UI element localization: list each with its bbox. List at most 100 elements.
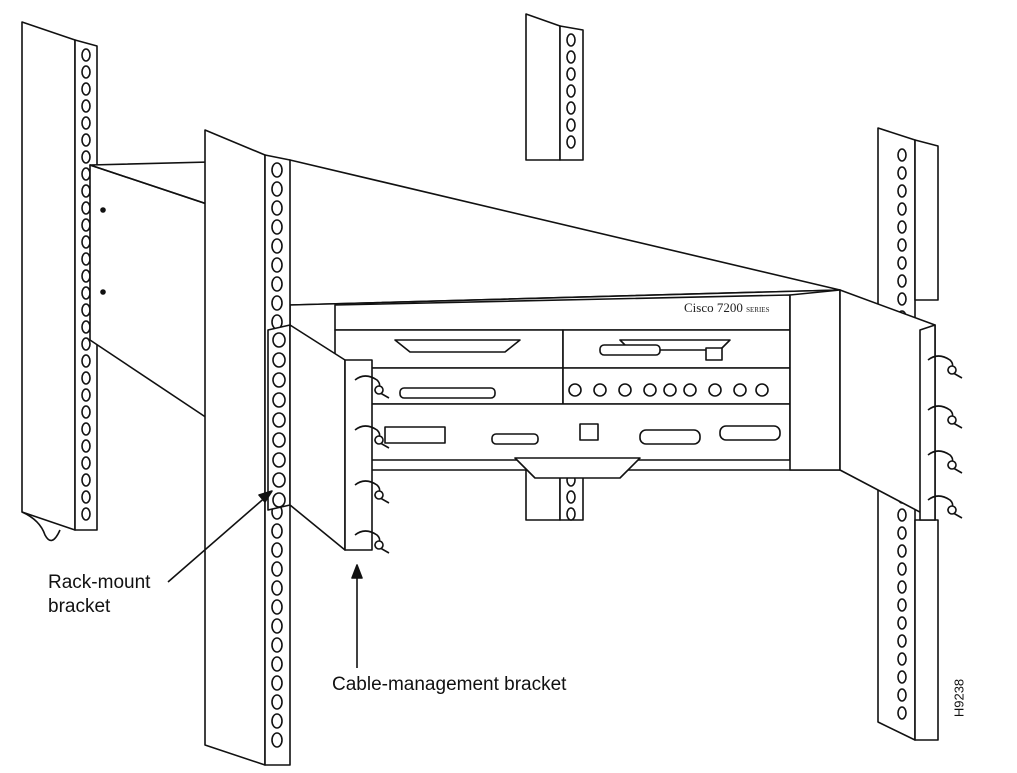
mount-hole — [81, 269, 91, 283]
bracket-screws — [272, 332, 286, 508]
mount-hole — [81, 456, 91, 470]
mount-hole — [271, 219, 283, 235]
mount-hole — [897, 598, 907, 612]
mount-hole — [271, 713, 283, 729]
port-connector — [683, 383, 697, 397]
mount-hole — [272, 332, 286, 348]
mount-hole — [81, 184, 91, 198]
mount-hole — [271, 295, 283, 311]
mount-hole — [272, 372, 286, 388]
mount-hole — [897, 508, 907, 522]
mount-hole — [81, 82, 91, 96]
mount-hole — [271, 276, 283, 292]
mount-hole — [272, 352, 286, 368]
mount-hole — [81, 439, 91, 453]
mount-hole — [897, 616, 907, 630]
mount-hole — [271, 561, 283, 577]
mount-hole — [81, 507, 91, 521]
mount-hole — [271, 637, 283, 653]
rear-left-rack-rail — [21, 21, 98, 542]
mount-hole — [271, 618, 283, 634]
mount-hole — [271, 732, 283, 748]
mount-hole — [81, 150, 91, 164]
chassis-model-label: Cisco 7200 SERIES — [684, 300, 770, 315]
mount-hole — [81, 337, 91, 351]
mount-hole — [81, 286, 91, 300]
mount-hole — [81, 252, 91, 266]
mount-hole — [897, 202, 907, 216]
mount-hole — [272, 492, 286, 508]
mount-hole — [897, 220, 907, 234]
mount-hole — [81, 116, 91, 130]
mount-hole — [566, 101, 576, 115]
mount-hole — [272, 452, 286, 468]
port-connector — [618, 383, 632, 397]
mount-hole — [81, 303, 91, 317]
rack-mount-bracket-label: Rack-mount bracket — [48, 571, 150, 619]
mount-hole — [81, 201, 91, 215]
figure-id: H9238 — [951, 678, 967, 718]
mount-hole — [566, 33, 576, 47]
port-connector — [568, 383, 582, 397]
mount-hole — [272, 412, 286, 428]
rack-mount-label-line2: bracket — [48, 596, 111, 617]
mount-hole — [271, 162, 283, 178]
cable-tie-screw — [374, 490, 384, 500]
mount-hole — [897, 292, 907, 306]
mount-hole — [897, 166, 907, 180]
mount-hole — [81, 371, 91, 385]
mount-hole — [81, 99, 91, 113]
cable-clips — [927, 355, 963, 519]
mount-hole — [81, 354, 91, 368]
mount-hole — [897, 706, 907, 720]
mount-hole — [897, 256, 907, 270]
mount-hole — [566, 135, 576, 149]
mount-hole — [81, 490, 91, 504]
mount-hole — [897, 634, 907, 648]
mount-hole — [897, 670, 907, 684]
mount-hole — [81, 320, 91, 334]
mount-hole — [271, 200, 283, 216]
mount-hole — [897, 238, 907, 252]
mount-hole — [271, 523, 283, 539]
mount-hole — [81, 218, 91, 232]
cable-tie-screw — [947, 505, 957, 515]
port-connector — [663, 383, 677, 397]
mount-hole — [897, 580, 907, 594]
mount-hole — [271, 580, 283, 596]
mount-hole — [271, 257, 283, 273]
rack-mount-label-line1: Rack-mount — [48, 572, 151, 593]
cable-tie-screw — [374, 385, 384, 395]
port-connector — [708, 383, 722, 397]
mount-hole — [81, 48, 91, 62]
mount-hole — [81, 235, 91, 249]
cable-tie-screw — [947, 415, 957, 425]
mount-hole — [897, 544, 907, 558]
mount-hole — [271, 542, 283, 558]
mount-hole — [271, 694, 283, 710]
mount-hole — [897, 148, 907, 162]
mount-hole — [81, 133, 91, 147]
mount-hole — [566, 84, 576, 98]
mount-hole — [566, 118, 576, 132]
mount-hole — [81, 65, 91, 79]
cable-management-bracket-right — [789, 289, 963, 521]
mount-hole — [81, 388, 91, 402]
cable-clips — [354, 375, 390, 554]
rack-mount-bracket-left — [267, 324, 291, 511]
cable-tie-screw — [374, 435, 384, 445]
mount-hole — [272, 432, 286, 448]
cable-management-bracket-left — [289, 324, 390, 554]
mount-hole — [566, 67, 576, 81]
mount-hole — [897, 274, 907, 288]
mount-hole — [271, 181, 283, 197]
mount-hole — [81, 405, 91, 419]
cable-tie-screw — [947, 365, 957, 375]
mount-hole — [271, 599, 283, 615]
port-connector — [643, 383, 657, 397]
cable-management-bracket-label: Cable-management bracket — [332, 674, 567, 695]
mount-hole — [566, 490, 576, 504]
mount-hole — [271, 675, 283, 691]
callout-arrow-rack-mount — [167, 490, 273, 583]
